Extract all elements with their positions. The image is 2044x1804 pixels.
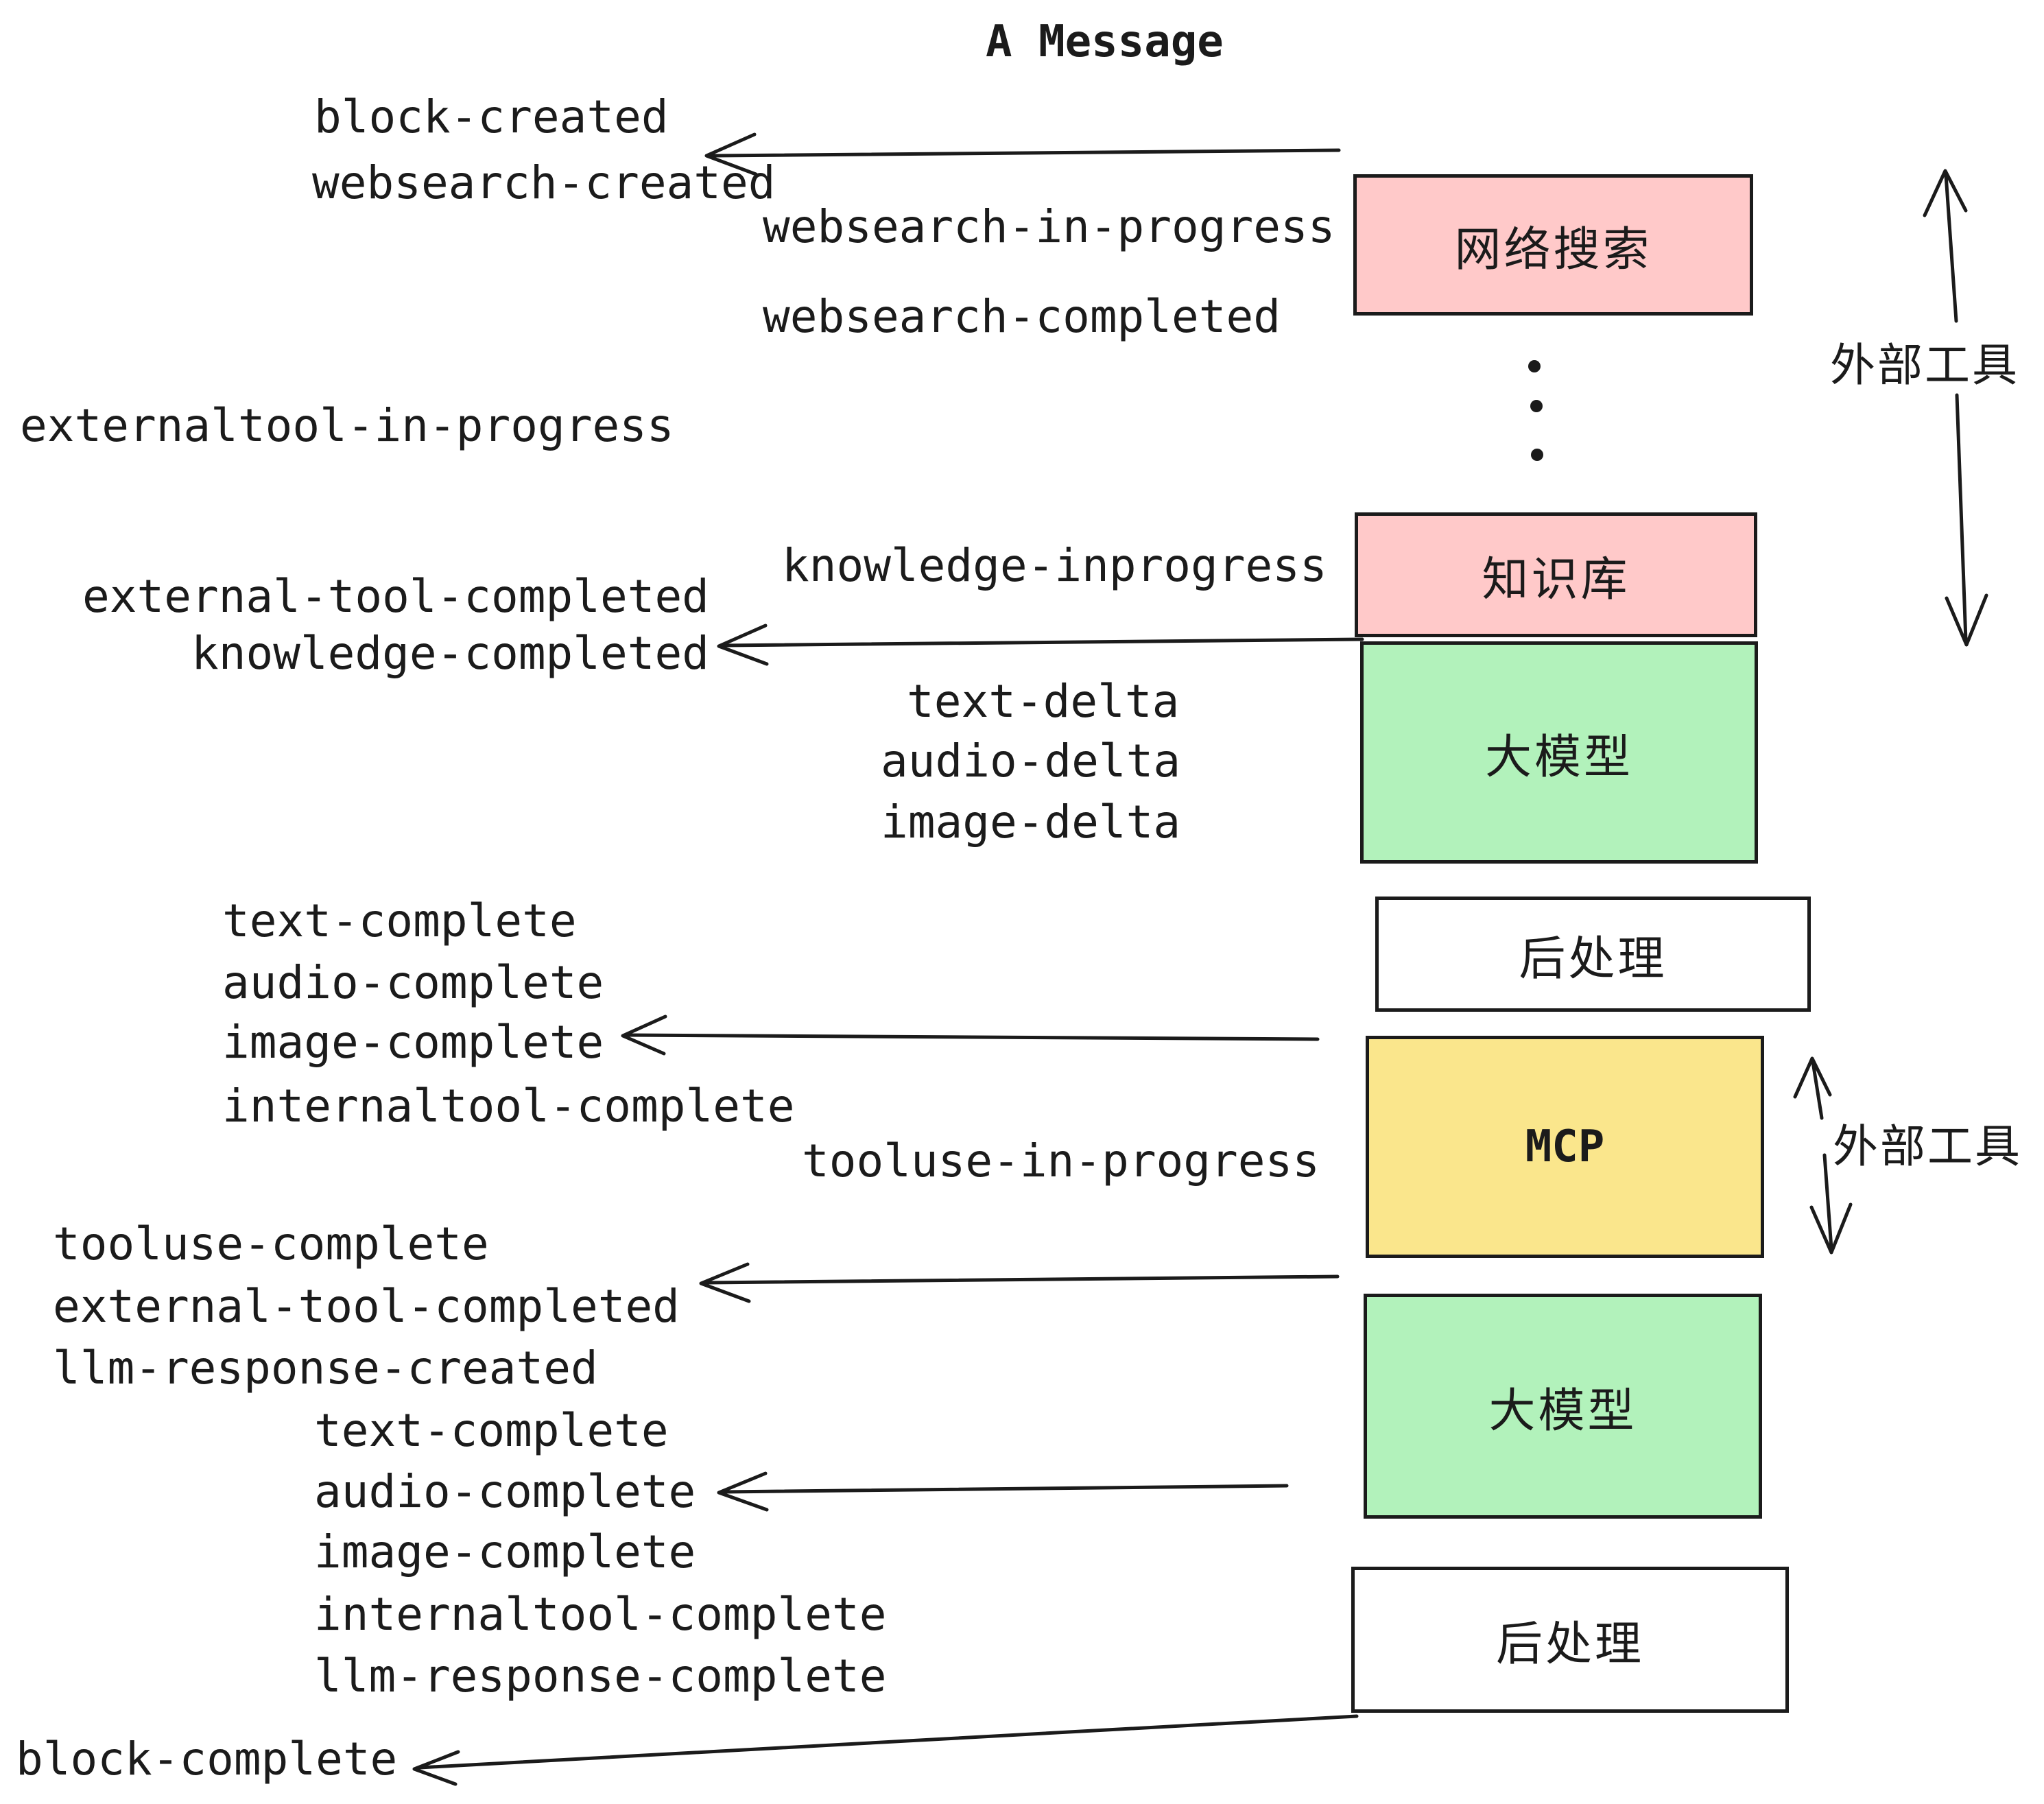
event-internaltool-complete: internaltool-complete — [222, 1080, 795, 1132]
box-websearch: 网络搜索 — [1353, 174, 1753, 316]
external-tools-top-up-shaft — [1944, 173, 1958, 323]
event-block-complete: block-complete — [16, 1733, 398, 1785]
event-text-complete-2: text-complete — [314, 1404, 669, 1457]
box-postprocess-1-label: 后处理 — [1519, 932, 1667, 985]
event-knowledge-completed: knowledge-completed — [191, 627, 709, 680]
arrow-to-block-complete — [418, 1714, 1359, 1770]
box-mcp: MCP — [1366, 1036, 1764, 1258]
external-tools-bottom-up-shaft — [1811, 1060, 1824, 1120]
ellipsis-dot-3 — [1531, 449, 1543, 461]
event-audio-complete-2: audio-complete — [314, 1465, 696, 1518]
box-llm-2-label: 大模型 — [1488, 1384, 1637, 1437]
event-external-tool-completed: external-tool-completed — [82, 570, 709, 623]
event-image-complete-2: image-complete — [314, 1526, 696, 1578]
ellipsis-dot-2 — [1530, 400, 1543, 412]
event-internaltool-complete-2: internaltool-complete — [314, 1588, 887, 1641]
external-tools-label-top: 外部工具 — [1830, 340, 2019, 390]
arrow-to-image-complete — [626, 1033, 1320, 1041]
box-mcp-label: MCP — [1525, 1121, 1605, 1172]
box-knowledge-label: 知识库 — [1482, 553, 1630, 606]
arrowhead-block-complete — [412, 1750, 460, 1786]
event-text-delta: text-delta — [907, 675, 1180, 728]
event-text-complete: text-complete — [222, 894, 577, 947]
external-tools-top-down-head — [1945, 593, 1988, 647]
event-llm-response-created: llm-response-created — [53, 1342, 598, 1394]
arrowhead-tooluse-complete — [699, 1262, 751, 1303]
event-websearch-in-progress: websearch-in-progress — [763, 200, 1335, 253]
external-tools-top-up-head — [1923, 169, 1968, 217]
event-llm-response-complete: llm-response-complete — [314, 1650, 887, 1702]
event-image-delta: image-delta — [881, 796, 1181, 848]
event-external-tool-completed-2: external-tool-completed — [53, 1280, 680, 1333]
event-tooluse-in-progress: tooluse-in-progress — [802, 1135, 1320, 1187]
external-tools-label-bottom: 外部工具 — [1833, 1121, 2022, 1172]
event-audio-delta: audio-delta — [881, 735, 1181, 787]
event-knowledge-inprogress: knowledge-inprogress — [782, 539, 1327, 592]
external-tools-top-down-shaft — [1955, 393, 1968, 643]
event-image-complete: image-complete — [222, 1016, 604, 1069]
box-llm-1-label: 大模型 — [1484, 731, 1633, 783]
arrowhead-block-created — [704, 132, 758, 176]
box-websearch-label: 网络搜索 — [1454, 223, 1652, 276]
arrow-to-block-created — [710, 148, 1341, 158]
ellipsis-dot-1 — [1528, 360, 1541, 372]
external-tools-bottom-down-head — [1809, 1202, 1853, 1255]
box-llm-2: 大模型 — [1364, 1294, 1762, 1519]
external-tools-bottom-down-shaft — [1822, 1153, 1833, 1250]
arrow-to-knowledge-completed — [722, 637, 1364, 648]
arrow-to-tooluse-complete — [704, 1274, 1340, 1285]
arrowhead-knowledge-completed — [717, 624, 769, 666]
event-websearch-completed: websearch-completed — [763, 290, 1281, 343]
event-audio-complete: audio-complete — [222, 956, 604, 1009]
box-llm-1: 大模型 — [1360, 641, 1758, 864]
event-websearch-created: websearch-created — [312, 156, 776, 209]
box-postprocess-1: 后处理 — [1375, 897, 1811, 1012]
diagram-title: A Message — [986, 16, 1224, 67]
event-block-created: block-created — [314, 91, 669, 143]
event-tooluse-complete: tooluse-complete — [53, 1218, 489, 1270]
box-knowledge: 知识库 — [1355, 512, 1757, 637]
arrowhead-image-complete — [621, 1014, 667, 1056]
box-postprocess-2-label: 后处理 — [1495, 1618, 1644, 1670]
external-tools-bottom-up-head — [1793, 1056, 1832, 1099]
arrowhead-audio-complete — [717, 1471, 769, 1512]
event-externaltool-in-progress: externaltool-in-progress — [20, 399, 674, 452]
arrow-to-audio-complete — [722, 1484, 1289, 1494]
box-postprocess-2: 后处理 — [1351, 1567, 1789, 1713]
